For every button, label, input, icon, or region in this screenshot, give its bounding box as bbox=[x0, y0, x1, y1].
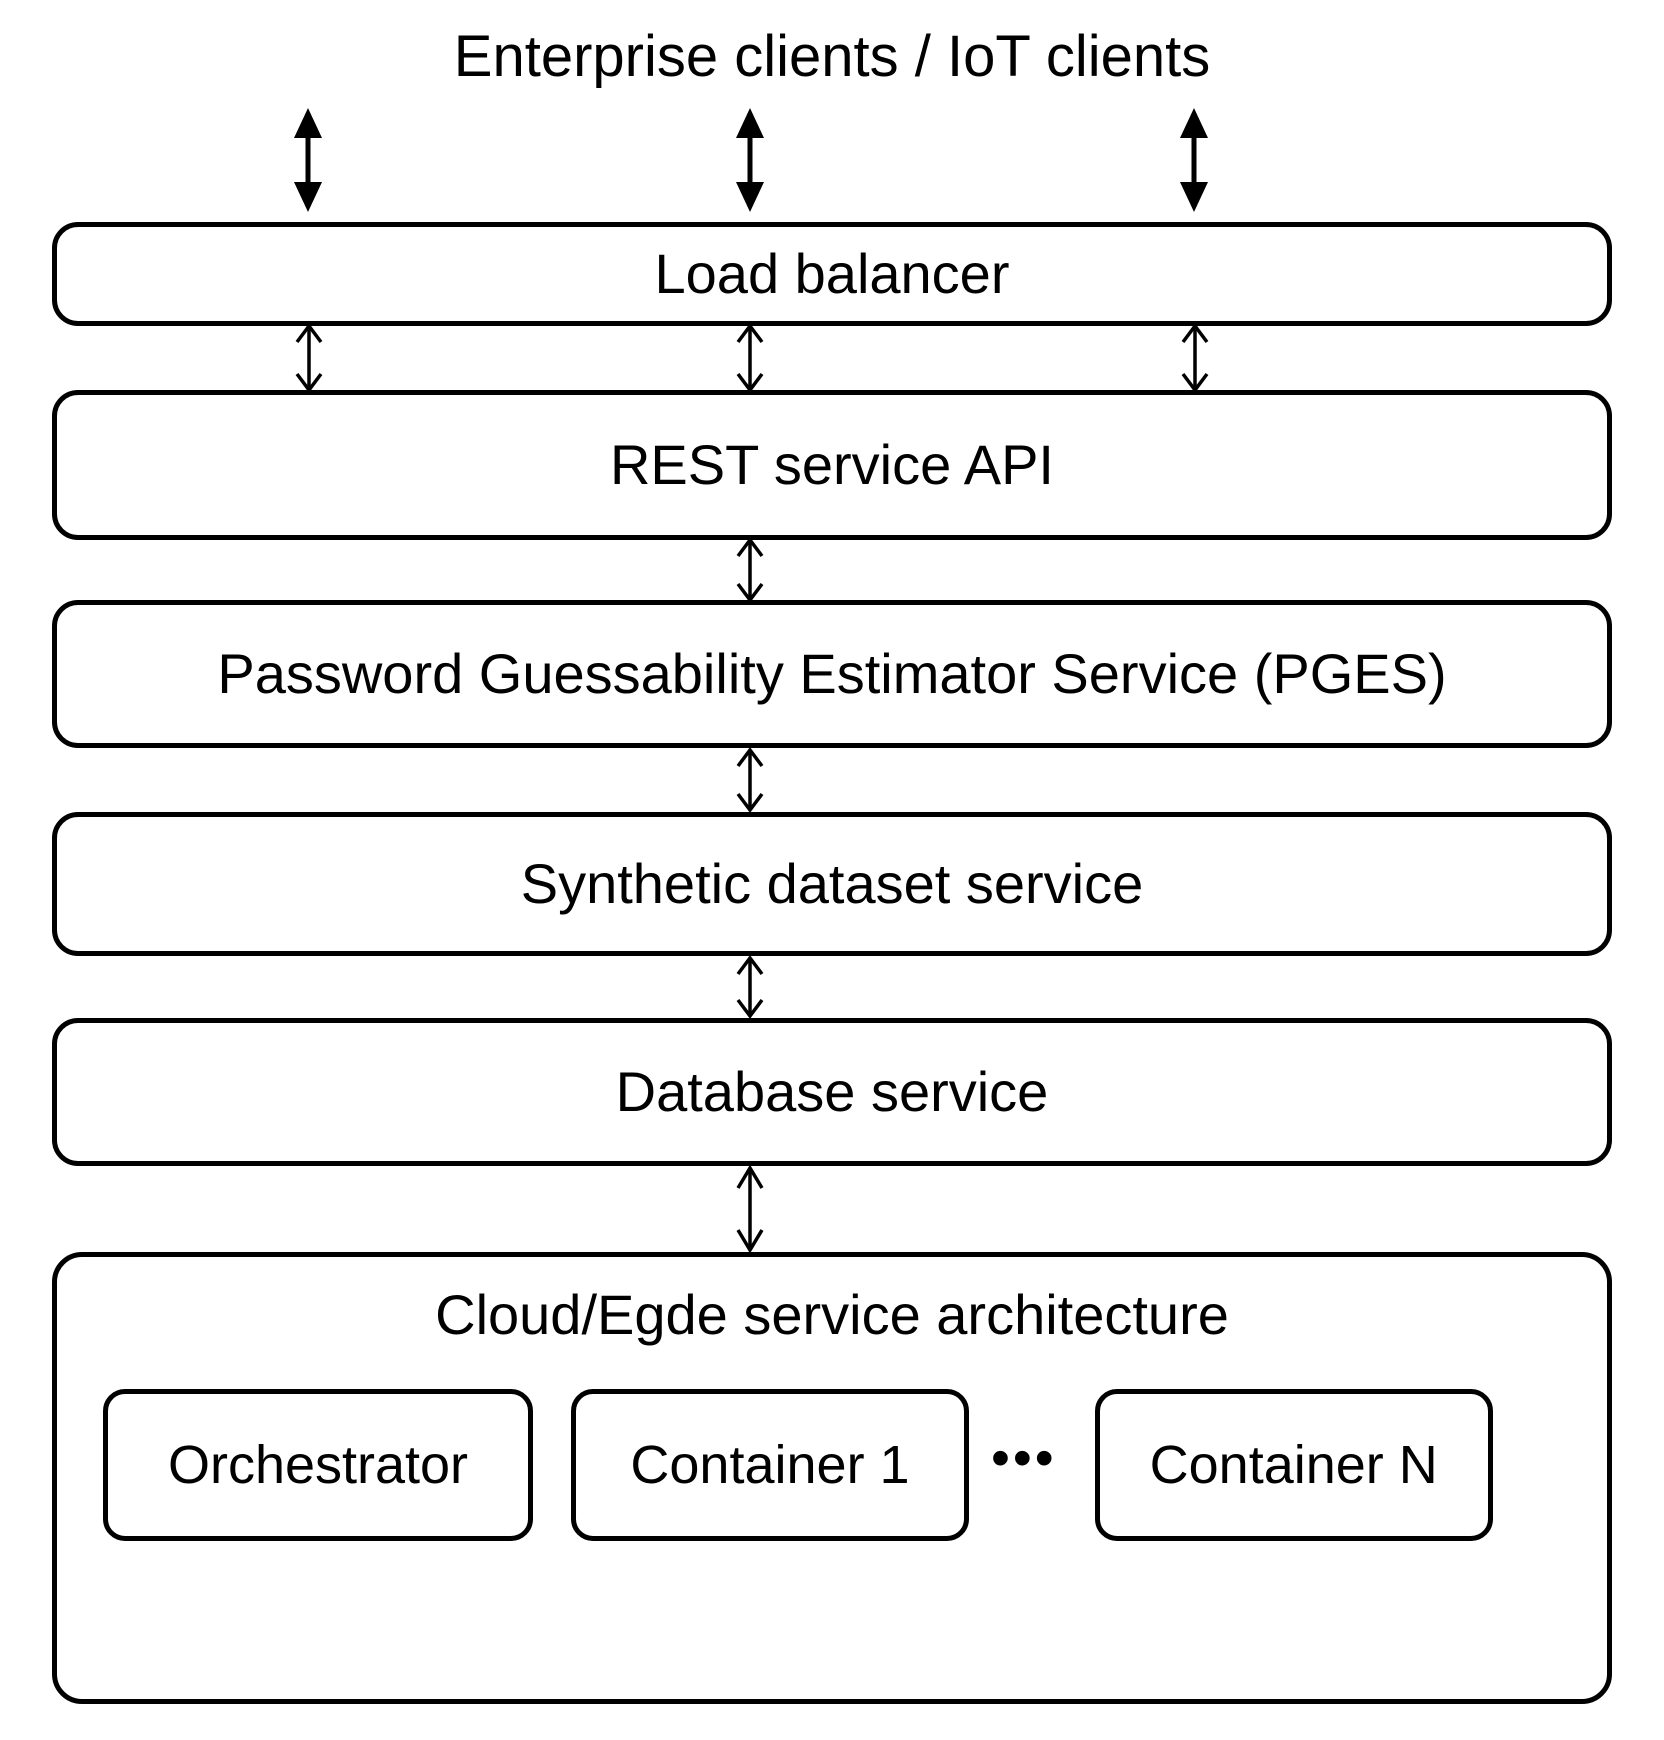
ellipsis-more-containers: ••• bbox=[991, 1428, 1057, 1488]
node-box-orchestrator[interactable]: Orchestrator bbox=[103, 1389, 533, 1541]
arrow-lb-to-rest-left bbox=[292, 324, 326, 392]
arrow-lb-to-rest-right bbox=[1178, 324, 1212, 392]
arrow-clients-to-lb-left bbox=[282, 108, 334, 212]
arrow-clients-to-lb-center bbox=[724, 108, 776, 212]
layer-box-synthetic-dataset-service[interactable]: Synthetic dataset service bbox=[52, 812, 1612, 956]
layer-label-load-balancer: Load balancer bbox=[654, 242, 1010, 305]
layer-box-pges[interactable]: Password Guessability Estimator Service … bbox=[52, 600, 1612, 748]
arrow-rest-to-pges bbox=[733, 538, 767, 602]
node-box-container-n[interactable]: Container N bbox=[1094, 1389, 1493, 1541]
layer-box-load-balancer[interactable]: Load balancer bbox=[52, 222, 1612, 326]
node-label-container-n: Container N bbox=[1149, 1435, 1438, 1495]
layer-box-database-service[interactable]: Database service bbox=[52, 1018, 1612, 1166]
layer-label-database-service: Database service bbox=[615, 1060, 1049, 1123]
layer-box-rest-api[interactable]: REST service API bbox=[52, 390, 1612, 540]
page-title: Enterprise clients / IoT clients bbox=[453, 24, 1211, 89]
layer-label-pges: Password Guessability Estimator Service … bbox=[217, 642, 1447, 705]
layer-box-cloud-edge-architecture[interactable]: Cloud/Egde service architecture Orchestr… bbox=[52, 1252, 1612, 1704]
arrow-pges-to-synthetic bbox=[733, 748, 767, 812]
arrow-synthetic-to-database bbox=[733, 956, 767, 1018]
arrow-clients-to-lb-right bbox=[1168, 108, 1220, 212]
layer-label-rest-api: REST service API bbox=[609, 433, 1054, 496]
arrow-lb-to-rest-center bbox=[733, 324, 767, 392]
cloud-architecture-title: Cloud/Egde service architecture bbox=[435, 1283, 1229, 1346]
layer-label-synthetic-dataset-service: Synthetic dataset service bbox=[520, 852, 1144, 915]
cloud-node-row: Orchestrator Container 1 ••• Container N bbox=[57, 1385, 1607, 1545]
node-box-container-1[interactable]: Container 1 bbox=[571, 1389, 969, 1541]
arrow-database-to-cloud bbox=[733, 1166, 767, 1252]
node-label-orchestrator: Orchestrator bbox=[167, 1435, 469, 1495]
node-label-container-1: Container 1 bbox=[630, 1435, 910, 1495]
